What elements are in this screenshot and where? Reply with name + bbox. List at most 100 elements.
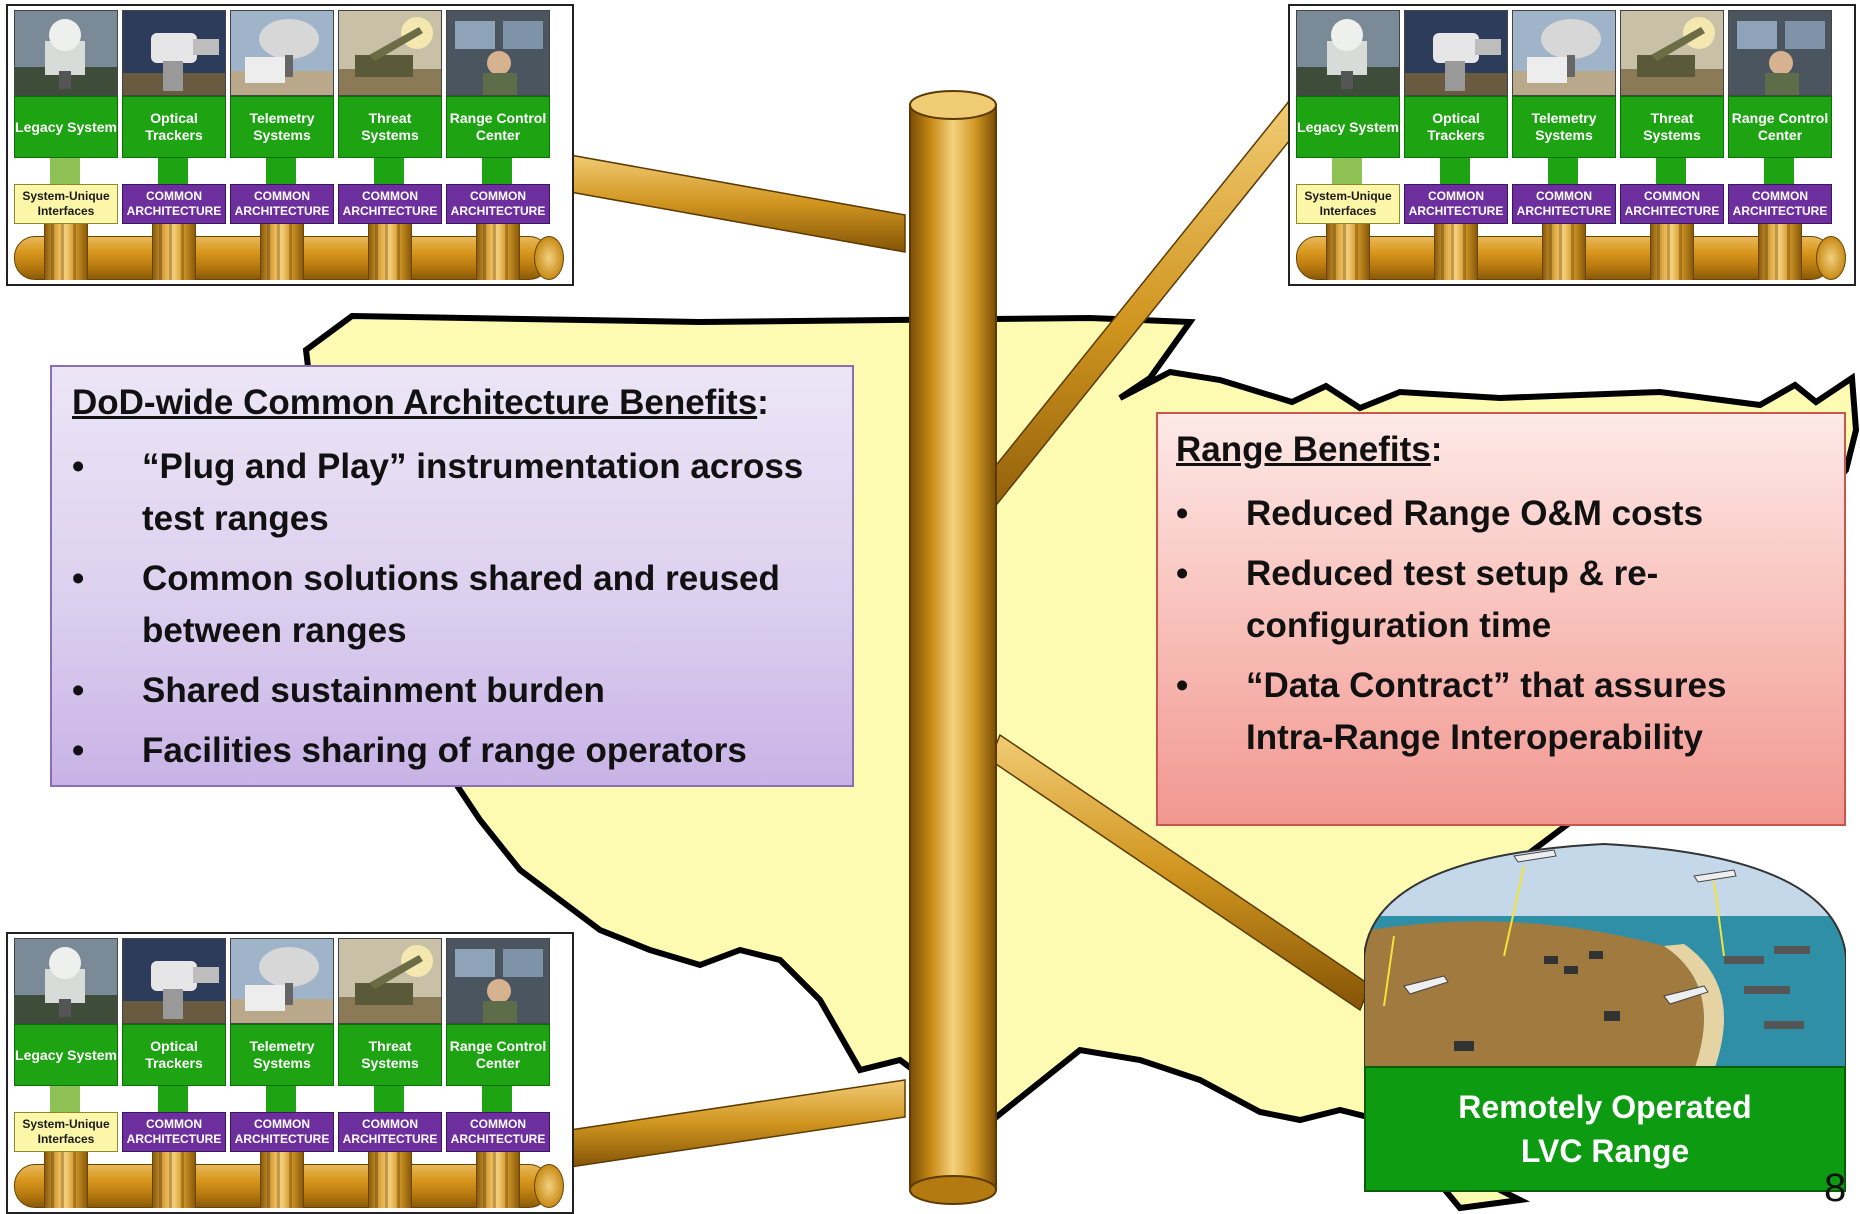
system-label: Threat Systems xyxy=(1620,96,1724,158)
system-link xyxy=(374,1086,404,1112)
interface-label: COMMON ARCHITECTURE xyxy=(338,184,442,224)
legacy-system-column: Legacy System System-Unique Interfaces xyxy=(1296,10,1400,280)
system-label: Telemetry Systems xyxy=(230,1024,334,1086)
interface-label: COMMON ARCHITECTURE xyxy=(122,184,226,224)
interface-label: COMMON ARCHITECTURE xyxy=(1620,184,1724,224)
interface-label: COMMON ARCHITECTURE xyxy=(1404,184,1508,224)
telemetry-systems-column: Telemetry Systems COMMON ARCHITECTURE xyxy=(230,10,334,280)
interface-label: System-Unique Interfaces xyxy=(14,1112,118,1152)
panel-pipe-cap xyxy=(534,1164,564,1208)
list-item: Shared sustainment burden xyxy=(72,665,832,717)
aircraft-icon xyxy=(1403,849,1737,1005)
optical-trackers-column: Optical Trackers COMMON ARCHITECTURE xyxy=(1404,10,1508,280)
optical-trackers-column: Optical Trackers COMMON ARCHITECTURE xyxy=(122,938,226,1208)
list-item: Reduced test setup & re-configuration ti… xyxy=(1176,548,1776,652)
operator-console-icon xyxy=(446,10,550,96)
list-item: Common solutions shared and reused betwe… xyxy=(72,553,832,657)
interface-label: COMMON ARCHITECTURE xyxy=(122,1112,226,1152)
list-item: “Plug and Play” instrumentation across t… xyxy=(72,441,832,545)
title-colon: : xyxy=(757,383,769,422)
missile-launcher-icon xyxy=(338,938,442,1024)
lvc-range-illustration xyxy=(1364,842,1846,1070)
system-label: Threat Systems xyxy=(338,1024,442,1086)
radar-dish-icon xyxy=(14,938,118,1024)
interface-label: COMMON ARCHITECTURE xyxy=(1728,184,1832,224)
telemetry-systems-column: Telemetry Systems COMMON ARCHITECTURE xyxy=(230,938,334,1208)
interface-label: COMMON ARCHITECTURE xyxy=(230,1112,334,1152)
panel-pipe-cap xyxy=(1816,236,1846,280)
system-label: Optical Trackers xyxy=(122,96,226,158)
threat-systems-column: Threat Systems COMMON ARCHITECTURE xyxy=(338,10,442,280)
interface-label: COMMON ARCHITECTURE xyxy=(446,1112,550,1152)
list-item: “Data Contract” that assures Intra-Range… xyxy=(1176,660,1776,764)
ship-icon xyxy=(1724,946,1810,1029)
system-link xyxy=(374,158,404,184)
range-benefits-title-text: Range Benefits xyxy=(1176,430,1431,469)
system-link xyxy=(1656,158,1686,184)
lvc-range-label-line1: Remotely Operated xyxy=(1458,1089,1752,1125)
telemetry-antenna-icon xyxy=(230,10,334,96)
list-item: Reduced Range O&M costs xyxy=(1176,488,1776,540)
range-architecture-panel-bottom-left: Legacy System System-Unique Interfaces O… xyxy=(6,932,574,1214)
list-item: Facilities sharing of range operators xyxy=(72,725,832,777)
lvc-range-label: Remotely Operated LVC Range xyxy=(1364,1066,1846,1192)
telemetry-systems-column: Telemetry Systems COMMON ARCHITECTURE xyxy=(1512,10,1616,280)
operator-console-icon xyxy=(446,938,550,1024)
range-control-center-column: Range Control Center COMMON ARCHITECTURE xyxy=(446,10,550,280)
dod-benefits-title-text: DoD-wide Common Architecture Benefits xyxy=(72,383,758,422)
threat-systems-column: Threat Systems COMMON ARCHITECTURE xyxy=(1620,10,1724,280)
system-label: Telemetry Systems xyxy=(230,96,334,158)
system-link xyxy=(158,1086,188,1112)
dod-benefits-list: “Plug and Play” instrumentation across t… xyxy=(72,441,832,777)
optical-tracker-icon xyxy=(1404,10,1508,96)
optical-trackers-column: Optical Trackers COMMON ARCHITECTURE xyxy=(122,10,226,280)
range-benefits-list: Reduced Range O&M costs Reduced test set… xyxy=(1176,488,1776,764)
system-link xyxy=(266,158,296,184)
page-number: 8 xyxy=(1824,1166,1847,1210)
missile-launcher-icon xyxy=(1620,10,1724,96)
system-label: Threat Systems xyxy=(338,96,442,158)
system-link xyxy=(266,1086,296,1112)
range-architecture-panel-top-right: Legacy System System-Unique Interfaces O… xyxy=(1288,4,1856,286)
system-link xyxy=(482,158,512,184)
radar-dish-icon xyxy=(14,10,118,96)
missile-launcher-icon xyxy=(338,10,442,96)
dod-benefits-title: DoD-wide Common Architecture Benefits: xyxy=(72,383,769,423)
system-link xyxy=(1548,158,1578,184)
legacy-system-column: Legacy System System-Unique Interfaces xyxy=(14,10,118,280)
operator-console-icon xyxy=(1728,10,1832,96)
interface-label: COMMON ARCHITECTURE xyxy=(446,184,550,224)
system-label: Range Control Center xyxy=(1728,96,1832,158)
title-colon: : xyxy=(1430,430,1443,469)
range-benefits-box: Range Benefits: Reduced Range O&M costs … xyxy=(1156,412,1846,826)
telemetry-antenna-icon xyxy=(230,938,334,1024)
lvc-range-label-line2: LVC Range xyxy=(1520,1133,1690,1169)
system-link xyxy=(50,158,80,184)
range-control-center-column: Range Control Center COMMON ARCHITECTURE xyxy=(446,938,550,1208)
system-label: Range Control Center xyxy=(446,1024,550,1086)
interface-label: System-Unique Interfaces xyxy=(1296,184,1400,224)
range-architecture-panel-top-left: Legacy System System-Unique Interfaces O… xyxy=(6,4,574,286)
telemetry-antenna-icon xyxy=(1512,10,1616,96)
interface-label: COMMON ARCHITECTURE xyxy=(1512,184,1616,224)
system-link xyxy=(50,1086,80,1112)
system-label: Optical Trackers xyxy=(1404,96,1508,158)
system-label: Telemetry Systems xyxy=(1512,96,1616,158)
range-control-center-column: Range Control Center COMMON ARCHITECTURE xyxy=(1728,10,1832,280)
threat-systems-column: Threat Systems COMMON ARCHITECTURE xyxy=(338,938,442,1208)
system-link xyxy=(482,1086,512,1112)
system-label: Legacy System xyxy=(1296,96,1400,158)
interface-label: COMMON ARCHITECTURE xyxy=(338,1112,442,1152)
system-label: Legacy System xyxy=(14,1024,118,1086)
legacy-system-column: Legacy System System-Unique Interfaces xyxy=(14,938,118,1208)
system-link xyxy=(1764,158,1794,184)
dod-benefits-box: DoD-wide Common Architecture Benefits: “… xyxy=(50,365,854,787)
system-label: Legacy System xyxy=(14,96,118,158)
system-link xyxy=(1332,158,1362,184)
optical-tracker-icon xyxy=(122,10,226,96)
panel-pipe-cap xyxy=(534,236,564,280)
interface-label: COMMON ARCHITECTURE xyxy=(230,184,334,224)
optical-tracker-icon xyxy=(122,938,226,1024)
system-link xyxy=(158,158,188,184)
range-benefits-title: Range Benefits: xyxy=(1176,430,1442,470)
